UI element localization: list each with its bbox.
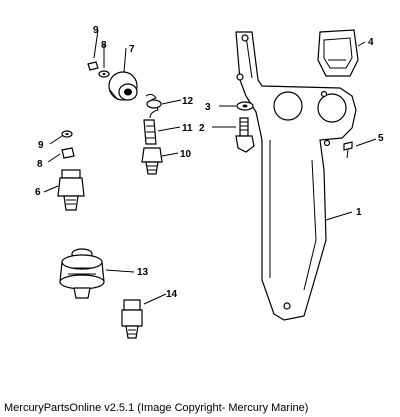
callout-14: 14 <box>166 289 178 300</box>
callout-3: 3 <box>205 102 211 113</box>
part-14-sender[interactable] <box>121 299 143 339</box>
part-2-bolt[interactable] <box>235 117 255 153</box>
callout-12: 12 <box>182 96 194 107</box>
part-3-washer[interactable] <box>236 101 254 111</box>
callout-5: 5 <box>378 133 384 144</box>
part-8-nut-lower[interactable] <box>61 147 75 159</box>
callout-2: 2 <box>199 123 205 134</box>
copyright-footer: MercuryPartsOnline v2.5.1 (Image Copyrig… <box>4 402 309 414</box>
callout-13: 13 <box>137 267 149 278</box>
part-7-sender[interactable] <box>108 71 138 101</box>
callout-9-lower: 9 <box>38 140 44 151</box>
callout-6: 6 <box>35 187 41 198</box>
part-8-nut-upper[interactable] <box>98 70 110 78</box>
part-11-pin[interactable] <box>143 119 157 145</box>
callout-4: 4 <box>368 37 374 48</box>
part-9-washer-upper[interactable] <box>87 61 99 71</box>
callout-9-upper: 9 <box>93 25 99 36</box>
part-9-washer-lower[interactable] <box>61 130 73 138</box>
part-6-sensor[interactable] <box>57 169 85 211</box>
part-13-pressure-switch[interactable] <box>59 248 105 299</box>
callout-1: 1 <box>356 207 362 218</box>
callout-leaders <box>43 29 377 305</box>
callout-7: 7 <box>129 44 135 55</box>
part-10-fitting[interactable] <box>141 147 163 175</box>
callout-10: 10 <box>180 149 192 160</box>
part-4-clip[interactable] <box>317 29 359 77</box>
part-1-bracket[interactable] <box>235 31 357 321</box>
callout-11: 11 <box>182 123 193 134</box>
callout-8-upper: 8 <box>101 40 107 51</box>
part-5-screw[interactable] <box>343 141 353 159</box>
part-12-spring[interactable] <box>145 93 162 119</box>
callout-8-lower: 8 <box>37 159 43 170</box>
